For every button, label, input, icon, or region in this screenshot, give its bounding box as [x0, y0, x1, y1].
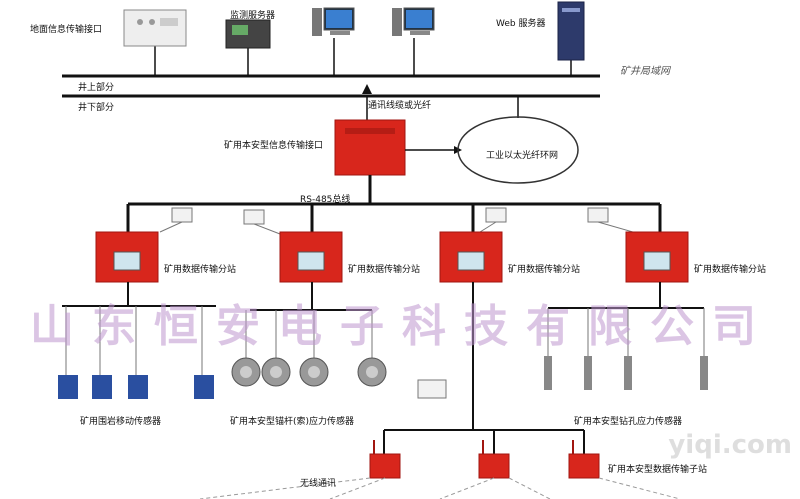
- web-server-device: [557, 1, 585, 61]
- rock-sensor-label: 矿用围岩移动传感器: [80, 417, 162, 427]
- substation-device: [95, 231, 159, 283]
- junction-box: [479, 207, 507, 233]
- substation-label: 矿用数据传输分站: [508, 265, 581, 275]
- junction-box: [243, 209, 281, 235]
- mine-lan-label: 矿井局域网: [620, 66, 670, 77]
- anchor-sensor: [231, 310, 261, 387]
- safe-interface-label: 矿用本安型信息传输接口: [224, 141, 324, 151]
- drill-sensor: [584, 308, 592, 390]
- drill-sensor-label: 矿用本安型钻孔应力传感器: [574, 417, 683, 427]
- above-ground-label: 井上部分: [78, 83, 115, 93]
- web-server-label: Web 服务器: [496, 19, 546, 29]
- rock-sensor: [128, 306, 148, 399]
- anchor-sensor: [261, 310, 291, 387]
- drill-sensor: [700, 308, 708, 390]
- drill-sensor: [624, 308, 632, 390]
- wireless-substation: [568, 440, 600, 479]
- anchor-sensor: [357, 310, 387, 387]
- substation-device: [625, 231, 689, 283]
- monitor-server-label: 监测服务器: [230, 11, 276, 21]
- substation-device: [279, 231, 343, 283]
- ethernet-ring-label: 工业以太光纤环网: [486, 151, 559, 161]
- wireless-signal: [199, 477, 681, 499]
- substation-label: 矿用数据传输分站: [164, 265, 237, 275]
- anchor-sensor: [299, 310, 329, 387]
- rock-sensor: [194, 306, 214, 399]
- pc-icon: [392, 7, 435, 36]
- rock-sensor: [92, 306, 112, 399]
- wireless-label: 无线通讯: [300, 479, 337, 489]
- underground-label: 井下部分: [78, 103, 115, 113]
- substation-label: 矿用数据传输分站: [694, 265, 767, 275]
- surface-interface-device: [123, 9, 187, 47]
- site-watermark: yiqi.com: [668, 430, 792, 460]
- substation-device: [439, 231, 503, 283]
- ethernet-ring: [457, 116, 579, 184]
- rs485-label: RS-485总线: [300, 195, 351, 205]
- wireless-substation: [478, 440, 510, 479]
- company-watermark: 山东恒安电子科技有限公司: [30, 301, 774, 352]
- safe-interface-device: [334, 119, 406, 176]
- surface-interface-label: 地面信息传输接口: [30, 25, 103, 35]
- wireless-substation: [369, 440, 401, 479]
- junction-box: [159, 207, 193, 233]
- wireless-substation-label: 矿用本安型数据传输子站: [608, 465, 708, 475]
- junction-box: [417, 379, 447, 399]
- anchor-sensor-label: 矿用本安型锚杆(索)应力传感器: [230, 417, 355, 427]
- cable-fiber-label: 通讯线缆或光纤: [368, 101, 432, 111]
- drill-sensor: [544, 308, 552, 390]
- junction-box: [587, 207, 641, 235]
- substation-label: 矿用数据传输分站: [348, 265, 421, 275]
- monitor-server-device: [225, 19, 271, 49]
- pc-icon: [312, 7, 355, 36]
- rock-sensor: [58, 306, 78, 399]
